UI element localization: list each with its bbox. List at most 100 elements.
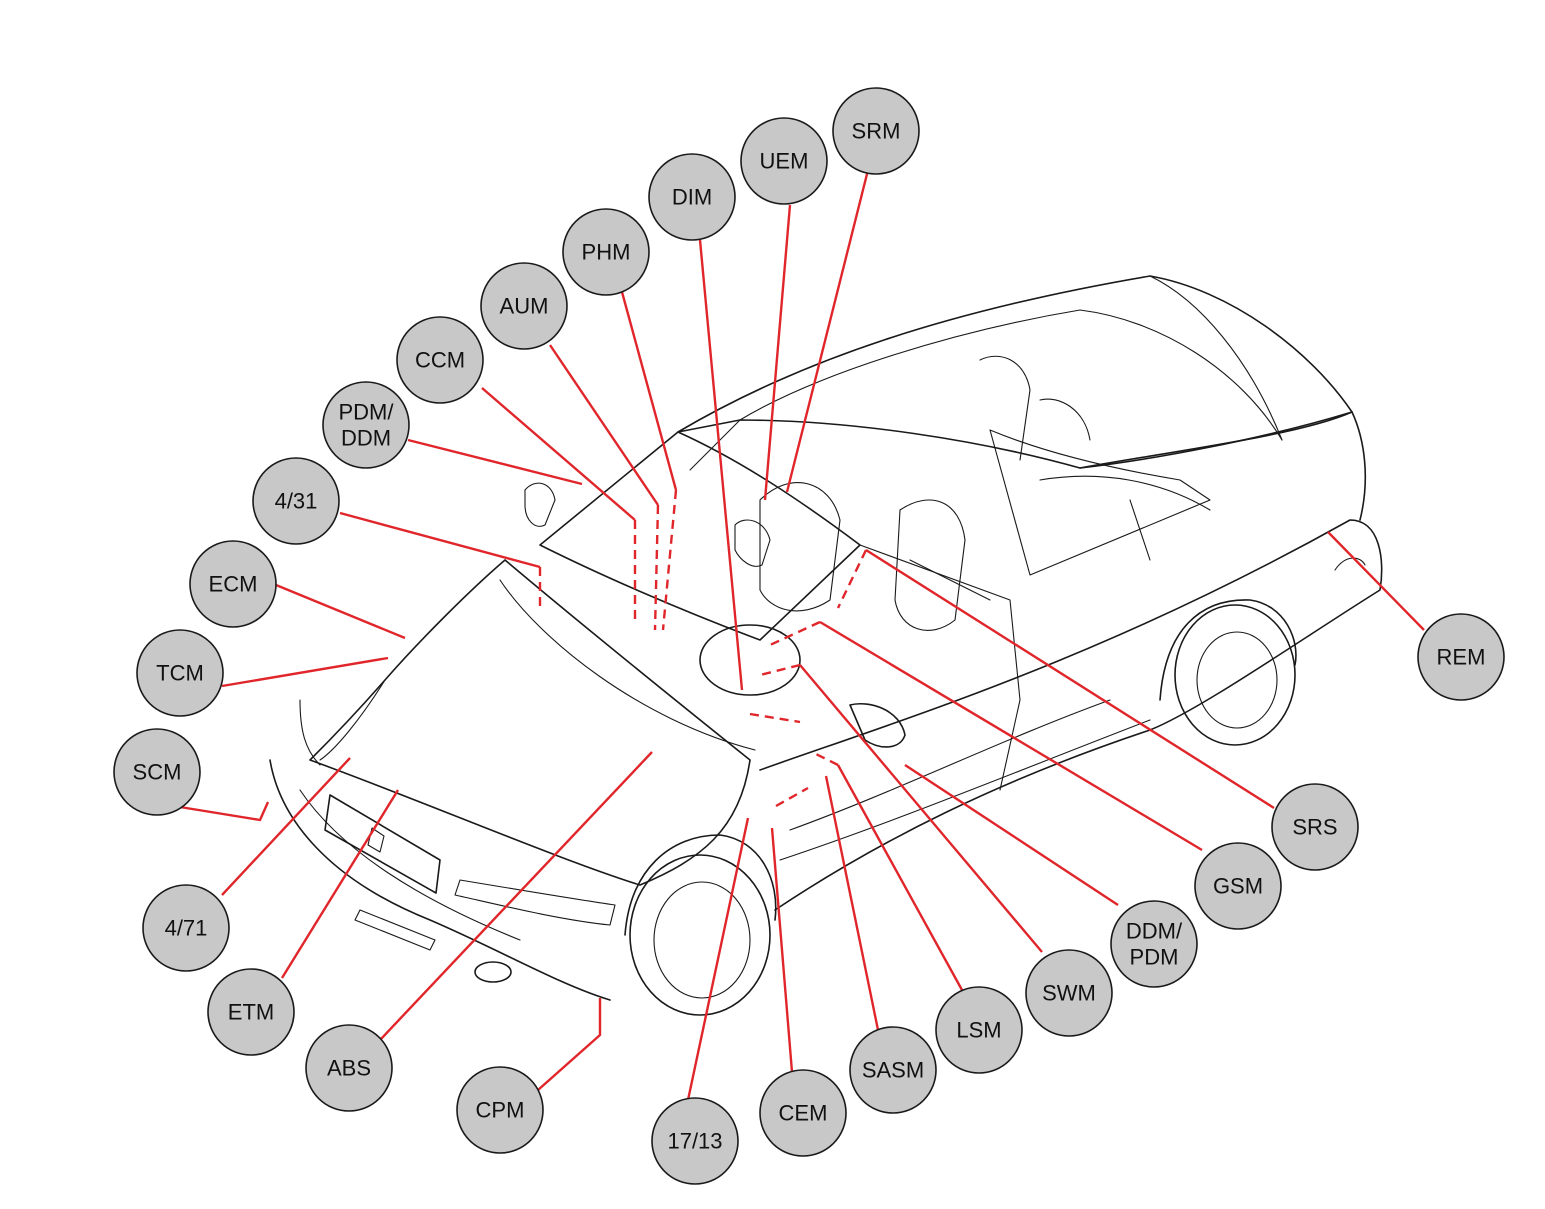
- module-bubble-scm: SCM: [113, 728, 201, 816]
- leader-cpm: [537, 998, 602, 1091]
- module-label: DDM/: [1126, 919, 1183, 944]
- module-label: 4/71: [165, 916, 208, 941]
- module-bubble-4-71: 4/71: [142, 884, 230, 972]
- leader-lsm: [836, 764, 964, 991]
- module-label: SRS: [1292, 815, 1337, 840]
- module-bubble-sasm: SASM: [849, 1026, 937, 1114]
- module-bubble-phm: PHM: [562, 208, 650, 296]
- leader-phm-dashed: [661, 489, 678, 631]
- module-bubble-circle: [189, 540, 277, 628]
- leader-srs-dashed-2: [749, 712, 801, 724]
- module-label: AUM: [500, 294, 549, 319]
- car-windshield: [539, 431, 861, 641]
- leader-srs: [865, 548, 1275, 810]
- module-label: SASM: [862, 1058, 924, 1083]
- module-label: REM: [1437, 645, 1486, 670]
- leader-uem: [763, 204, 792, 501]
- module-bubble-gsm: GSM: [1194, 842, 1282, 930]
- module-bubble-circle: [1417, 613, 1505, 701]
- module-label: GSM: [1213, 874, 1263, 899]
- leader-scm: [179, 801, 270, 822]
- module-bubble-abs: ABS: [305, 1024, 393, 1112]
- module-label: PDM/: [339, 400, 395, 425]
- module-label: SCM: [133, 760, 182, 785]
- leader-4-71: [221, 757, 351, 896]
- module-bubble-lsm: LSM: [935, 986, 1023, 1074]
- module-bubble-ecm: ECM: [189, 540, 277, 628]
- leader-lsm-dashed: [811, 750, 839, 767]
- steering-wheel: [699, 624, 801, 696]
- module-bubble-circle: [935, 986, 1023, 1074]
- module-bubble-circle: [142, 884, 230, 972]
- module-bubble-aum: AUM: [480, 262, 568, 350]
- module-bubble-circle: [648, 153, 736, 241]
- module-label: ABS: [327, 1056, 371, 1081]
- module-bubble-circle: [1110, 900, 1198, 988]
- module-label: UEM: [760, 149, 809, 174]
- module-bubble-srm: SRM: [832, 87, 920, 175]
- module-label: TCM: [156, 661, 204, 686]
- leader-dim: [698, 239, 744, 691]
- leader-srs-dashed: [836, 549, 868, 609]
- module-bubble-circle: [740, 117, 828, 205]
- leader-pdm-ddm: [407, 438, 583, 486]
- module-bubble-srs: SRS: [1271, 783, 1359, 871]
- module-bubble-dim: DIM: [648, 153, 736, 241]
- leader-lines: [179, 169, 1425, 1101]
- module-bubble-circle: [322, 381, 410, 469]
- leader-gsm-dashed: [769, 620, 821, 647]
- module-bubble-etm: ETM: [207, 968, 295, 1056]
- module-label: 17/13: [667, 1129, 722, 1154]
- module-bubble-circle: [207, 968, 295, 1056]
- leader-etm: [280, 789, 400, 979]
- leader-cem-dashed: [775, 786, 809, 808]
- leader-sasm: [824, 775, 880, 1031]
- module-bubble-circle: [305, 1024, 393, 1112]
- module-label: CPM: [476, 1098, 525, 1123]
- module-bubble-cpm: CPM: [456, 1066, 544, 1154]
- leader-swm-dashed: [759, 663, 801, 677]
- rear-wheel: [1174, 604, 1296, 746]
- module-bubble-circle: [113, 728, 201, 816]
- leader-ddm-pdm: [904, 763, 1119, 907]
- leader-abs: [379, 751, 653, 1041]
- module-bubble-circle: [849, 1026, 937, 1114]
- car-side: [759, 519, 1383, 911]
- leader-rem: [1327, 531, 1425, 631]
- leader-ecm: [275, 583, 406, 640]
- module-label: PDM: [1130, 945, 1179, 970]
- leader-aum-dashed: [653, 504, 660, 631]
- module-label: DDM: [341, 426, 391, 451]
- module-bubble-circle: [1025, 949, 1113, 1037]
- module-bubble-ddm-pdm: DDM/PDM: [1110, 900, 1198, 988]
- module-bubble-17-13: 17/13: [651, 1097, 739, 1185]
- module-bubble-circle: [1194, 842, 1282, 930]
- module-bubble-uem: UEM: [740, 117, 828, 205]
- module-bubble-4-31: 4/31: [252, 457, 340, 545]
- module-label: PHM: [582, 240, 631, 265]
- leader-phm: [620, 291, 678, 491]
- module-label: DIM: [672, 185, 712, 210]
- module-label: ETM: [228, 1000, 274, 1025]
- leader-17-13: [686, 817, 750, 1101]
- module-bubble-circle: [480, 262, 568, 350]
- module-bubble-circle: [1271, 783, 1359, 871]
- module-bubble-circle: [456, 1066, 544, 1154]
- module-bubble-rem: REM: [1417, 613, 1505, 701]
- front-wheel: [629, 854, 771, 1016]
- leader-srm: [785, 169, 870, 493]
- module-label: LSM: [956, 1018, 1001, 1043]
- module-bubble-circle: [759, 1069, 847, 1157]
- module-label: SRM: [852, 119, 901, 144]
- module-label: CCM: [415, 348, 465, 373]
- leader-tcm: [221, 656, 389, 688]
- module-label: 4/31: [275, 489, 318, 514]
- module-bubble-ccm: CCM: [396, 316, 484, 404]
- module-bubble-swm: SWM: [1025, 949, 1113, 1037]
- leader-4-31: [339, 511, 541, 569]
- module-bubble-circle: [396, 316, 484, 404]
- leader-gsm: [819, 620, 1203, 852]
- leader-swm: [799, 664, 1043, 953]
- module-label: ECM: [209, 572, 258, 597]
